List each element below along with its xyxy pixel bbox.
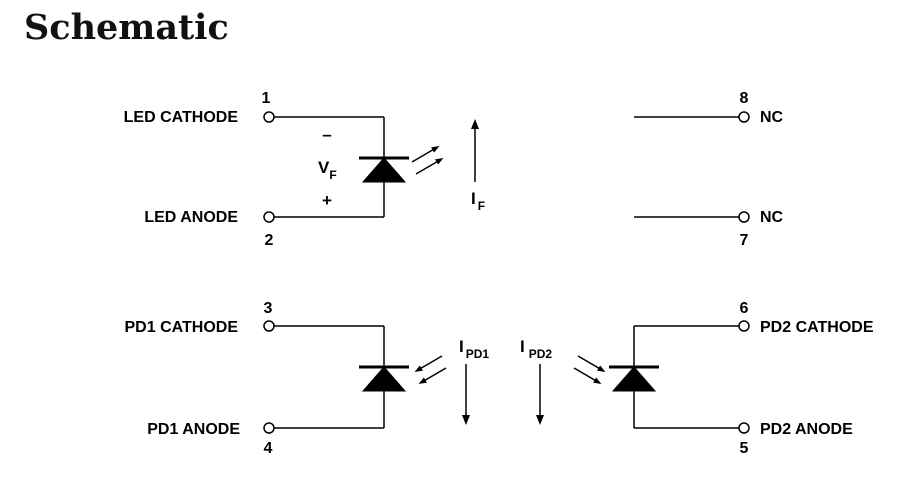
pin-5-number: 5 <box>740 440 749 457</box>
pin-8-number: 8 <box>740 90 749 107</box>
led-light-arrow-1 <box>411 145 440 163</box>
pin-8-terminal <box>738 111 750 123</box>
pd2-circuit: 6 PD2 CATHODE PD2 ANODE 5 I PD2 <box>520 300 874 457</box>
pin-1-label: LED CATHODE <box>124 109 239 126</box>
pd2-diode-icon <box>611 366 657 392</box>
pin-4-number: 4 <box>264 440 273 457</box>
pin-8-label: NC <box>760 109 784 126</box>
vf-main: V <box>318 158 330 177</box>
ipd2-main: I <box>520 337 525 356</box>
pd2-light-arrow-2 <box>573 367 602 385</box>
pin-5-label: PD2 ANODE <box>760 421 853 438</box>
if-subscript: F <box>478 199 485 213</box>
pin-1-number: 1 <box>262 90 271 107</box>
pin-6-terminal <box>738 320 750 332</box>
nc-pins: 8 NC NC 7 <box>634 90 784 249</box>
pd2-light-arrow-1 <box>577 355 606 373</box>
pd1-light-arrow-1 <box>414 355 443 373</box>
pd1-diode-icon <box>361 366 407 392</box>
pin-2-number: 2 <box>265 232 274 249</box>
vf-minus-sign: – <box>322 125 331 144</box>
ipd2-label: I PD2 <box>520 337 552 361</box>
pin-3-terminal <box>263 320 275 332</box>
pin-1-terminal <box>263 111 275 123</box>
ipd1-main: I <box>459 337 464 356</box>
pin-4-terminal <box>263 422 275 434</box>
pin-2-terminal <box>263 211 275 223</box>
pin-2-label: LED ANODE <box>144 209 238 226</box>
vf-plus-sign: + <box>322 191 332 210</box>
pin-5-terminal <box>738 422 750 434</box>
page-title: Schematic <box>24 7 229 48</box>
led-diode-icon <box>361 157 407 183</box>
if-main: I <box>471 189 476 208</box>
pd1-light-arrow-2 <box>418 367 447 385</box>
pin-6-number: 6 <box>740 300 749 317</box>
pin-4-label: PD1 ANODE <box>147 421 240 438</box>
pin-7-terminal <box>738 211 750 223</box>
pin-3-label: PD1 CATHODE <box>125 319 239 336</box>
pin-6-label: PD2 CATHODE <box>760 319 874 336</box>
pin-7-label: NC <box>760 209 784 226</box>
ipd2-subscript: PD2 <box>529 347 553 361</box>
pin-3-number: 3 <box>264 300 273 317</box>
pin-7-number: 7 <box>740 232 749 249</box>
led-light-arrow-2 <box>415 157 444 175</box>
ipd1-subscript: PD1 <box>466 347 490 361</box>
vf-subscript: F <box>329 168 336 182</box>
vf-label: VF <box>318 158 337 182</box>
